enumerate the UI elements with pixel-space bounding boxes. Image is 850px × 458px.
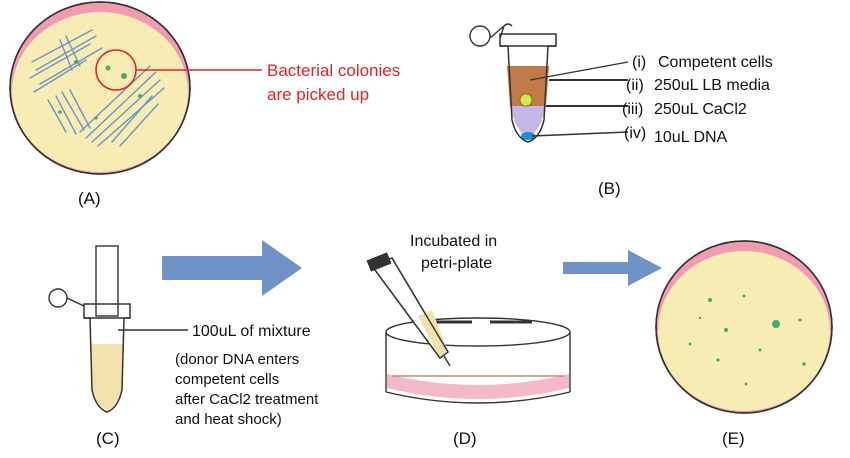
arrow-c-to-d [162,240,302,296]
panel-label-e: (E) [722,429,745,448]
note-line-4: and heat shock) [175,411,282,428]
arrow-d-to-e [563,250,662,286]
colonies-a [58,60,142,120]
layer-marker-1: (i) [632,54,646,71]
panel-b: (i) Competent cells (ii) 250uL LB media … [469,23,773,198]
mixture-label: 100uL of mixture [192,323,311,340]
panel-label-c: (C) [96,429,120,448]
callout-text-line2: are picked up [267,85,369,104]
layer-marker-3: (iii) [622,101,643,118]
layer-text-3: 250uL CaCl2 [654,101,747,118]
callout-text-line1: Bacterial colonies [267,61,400,80]
panel-label-d: (D) [453,429,477,448]
panel-e: (E) [655,240,833,448]
streak-plate-a [9,1,191,175]
layer-marker-2: (ii) [626,77,644,94]
layer-text-1: Competent cells [658,54,773,71]
caption-d-line1: Incubated in [410,233,497,250]
panel-label-a: (A) [78,189,101,208]
pipette-d [366,252,451,367]
note-line-2: competent cells [175,371,279,388]
colony-plate-e [655,240,833,414]
tube-b [469,23,629,143]
incubation-plate [385,317,571,404]
caption-d-line2: petri-plate [421,255,492,272]
note-line-1: (donor DNA enters [175,351,299,368]
colonies-e [688,294,806,386]
panel-d: Incubated in petri-plate (D) [366,233,571,448]
layer-text-4: 10uL DNA [654,129,728,146]
panel-label-b: (B) [598,179,621,198]
layer-marker-4: (iv) [624,125,646,142]
panel-a: Bacterial colonies are picked up (A) [9,1,400,208]
layer-text-2: 250uL LB media [654,77,770,94]
note-line-3: after CaCl2 treatment [175,391,319,408]
tube-c [48,245,131,413]
layer-labels: (i) Competent cells (ii) 250uL LB media … [622,54,773,146]
panel-c: 100uL of mixture (donor DNA enters compe… [48,245,319,448]
